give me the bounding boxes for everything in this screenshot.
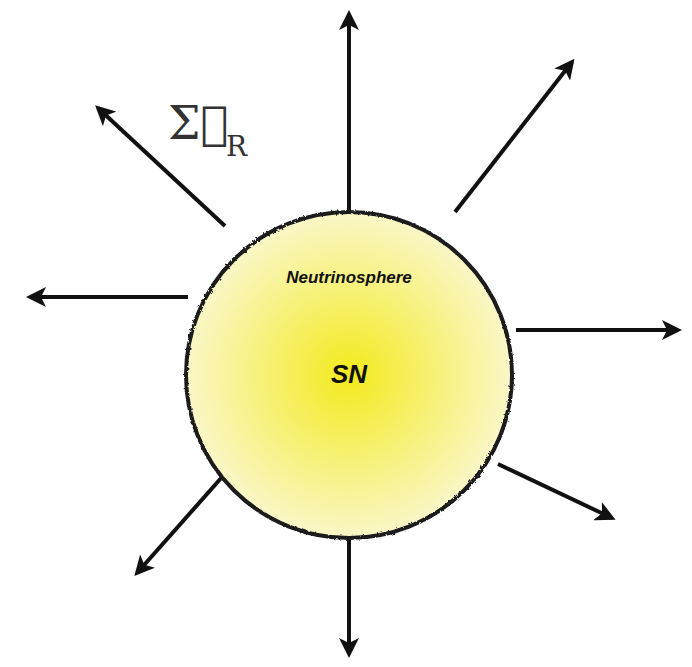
neutrinosphere-circle: NeutrinosphereSN	[182, 208, 516, 542]
flux-arrow	[347, 14, 351, 212]
flux-arrow	[30, 295, 188, 299]
flux-arrow	[498, 464, 612, 518]
flux-subscript: R	[226, 130, 247, 163]
flux-arrow	[347, 538, 351, 654]
flux-arrow	[516, 328, 678, 332]
flux-symbol: Σ⃗	[168, 96, 228, 150]
flux-arrow	[455, 62, 572, 212]
object-label: SN	[331, 359, 367, 390]
region-label: Neutrinosphere	[286, 268, 412, 288]
